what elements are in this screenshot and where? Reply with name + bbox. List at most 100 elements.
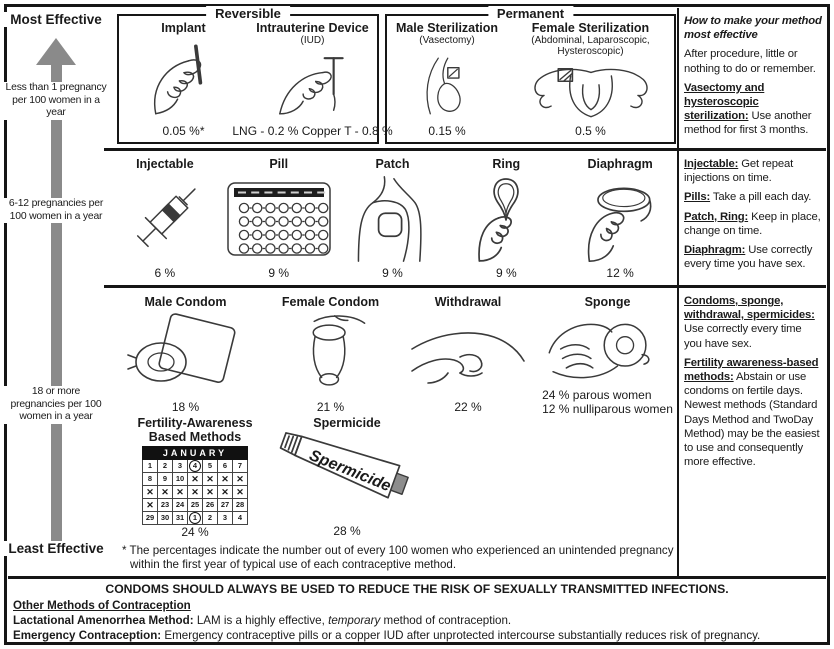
calendar-day-cell: ✕ bbox=[217, 472, 233, 486]
female-sterilization-diagram-icon bbox=[521, 57, 661, 125]
method-sponge: Sponge 24 % parous women bbox=[538, 290, 677, 418]
calendar-day-cell: 27 bbox=[217, 498, 233, 512]
calendar-day-cell: 24 bbox=[172, 498, 188, 512]
calendar-day-cell: 25 bbox=[187, 498, 203, 512]
method-rate: 18 % bbox=[171, 400, 200, 414]
footer-divider bbox=[8, 576, 826, 579]
calendar-day-cell: ✕ bbox=[172, 485, 188, 499]
ec-line: Emergency Contraception: Emergency contr… bbox=[13, 629, 761, 642]
row-divider-2 bbox=[104, 285, 826, 288]
method-rate: 9 % bbox=[495, 266, 517, 280]
method-title: Female Condom bbox=[281, 295, 380, 309]
calendar-day-cell: ✕ bbox=[232, 485, 248, 499]
method-title: Male Sterilization bbox=[395, 21, 499, 35]
poster-border bbox=[4, 4, 830, 645]
patch-on-shoulder-icon bbox=[350, 171, 434, 267]
calendar-day-cell: 7 bbox=[232, 459, 248, 473]
method-rate: 22 % bbox=[454, 400, 482, 414]
method-title: Fertility-Awareness Based Methods bbox=[137, 416, 253, 444]
row-6-12-pregnancies: Injectable 6 % Pill bbox=[108, 152, 677, 284]
hand-holding-female-condom-icon bbox=[286, 309, 376, 401]
method-male-condom: Male Condom 18 % bbox=[108, 290, 263, 418]
calendar-day-cell: ✕ bbox=[217, 485, 233, 499]
spermicide-tube-label: Spermicide bbox=[307, 447, 393, 495]
method-rate: 6 % bbox=[154, 266, 176, 280]
method-title: Sponge bbox=[584, 295, 631, 309]
method-rate: 24 % bbox=[181, 525, 209, 539]
method-title: Diaphragm bbox=[587, 157, 653, 171]
method-rate: 24 % parous women 12 % nulliparous women bbox=[542, 388, 673, 416]
sidebar-section-row2: Injectable: Get repeat injections on tim… bbox=[684, 157, 822, 276]
calendar-day-cell: 3 bbox=[217, 511, 233, 525]
method-rate: 0.05 %* bbox=[162, 124, 205, 138]
calendar-day-cell: 1 bbox=[142, 459, 158, 473]
pill-pack-day-strip bbox=[237, 191, 325, 194]
sidebar-divider bbox=[677, 8, 679, 576]
sidebar-intro: After procedure, little or nothing to do… bbox=[684, 48, 816, 75]
method-iud: Intrauterine Device (IUD) LNG - 0.2 % Co… bbox=[232, 16, 392, 142]
calendar-day-cell: 4 bbox=[187, 459, 203, 473]
method-ring: Ring 9 % bbox=[449, 152, 563, 284]
hand-holding-ring-icon bbox=[466, 171, 546, 267]
calendar-day-cell: ✕ bbox=[142, 485, 158, 499]
syringe-icon bbox=[119, 171, 211, 267]
calendar-day-cell: 31 bbox=[172, 511, 188, 525]
method-rate: 9 % bbox=[382, 266, 403, 280]
row-18-or-more-pregnancies: Male Condom 18 % Female Condom bbox=[108, 290, 677, 418]
permanent-group-label: Permanent bbox=[487, 6, 574, 21]
hand-holding-iud-icon bbox=[269, 46, 357, 125]
vasectomy-diagram-icon bbox=[407, 46, 487, 125]
calendar-day-cell: 10 bbox=[172, 472, 188, 486]
sidebar-title: How to make your method most effective bbox=[684, 15, 822, 42]
withdrawal-hands-icon bbox=[408, 309, 528, 401]
method-title: Intrauterine Device bbox=[256, 21, 369, 35]
calendar-day-cell: 9 bbox=[157, 472, 173, 486]
calendar-day-cell: 8 bbox=[142, 472, 158, 486]
method-subtitle: (Abdominal, Laparoscopic, Hysteroscopic) bbox=[531, 35, 650, 57]
method-implant: Implant 0.05 %* bbox=[119, 16, 248, 142]
sidebar-tip-diaphragm: Diaphragm: Use correctly every time you … bbox=[684, 244, 813, 271]
calendar-day-cell: 6 bbox=[217, 459, 233, 473]
percentages-footnote: * The percentages indicate the number ou… bbox=[122, 544, 674, 571]
method-title: Male Condom bbox=[144, 295, 227, 309]
sidebar-tip-condoms: Condoms, sponge, withdrawal, spermicides… bbox=[684, 295, 815, 350]
method-injectable: Injectable 6 % bbox=[108, 152, 222, 284]
least-effective-label: Least Effective bbox=[4, 541, 108, 556]
method-fertility-awareness: Fertility-Awareness Based Methods JANUAR… bbox=[120, 416, 270, 539]
sidebar-section-permanent: How to make your method most effective A… bbox=[684, 14, 822, 143]
calendar-day-cell: 30 bbox=[157, 511, 173, 525]
calendar-day-cell: ✕ bbox=[187, 472, 203, 486]
tier1-label: Less than 1 pregnancy per 100 women in a… bbox=[4, 82, 108, 120]
calendar-day-cell: 4 bbox=[232, 511, 248, 525]
hand-holding-implant-icon bbox=[140, 35, 228, 125]
other-methods-title: Other Methods of Contraception bbox=[13, 599, 191, 612]
method-title: Female Sterilization bbox=[531, 21, 650, 35]
method-title: Ring bbox=[492, 157, 521, 171]
sidebar-section-row3: Condoms, sponge, withdrawal, spermicides… bbox=[684, 294, 822, 474]
reversible-group-label: Reversible bbox=[206, 6, 290, 21]
method-diaphragm: Diaphragm 12 % bbox=[563, 152, 677, 284]
method-rate: 0.5 % bbox=[575, 124, 606, 138]
method-patch: Patch 9 % bbox=[336, 152, 450, 284]
sidebar-tip-patch-ring: Patch, Ring: Keep in place, change on ti… bbox=[684, 210, 821, 237]
method-subtitle: (Vasectomy) bbox=[419, 35, 475, 46]
most-effective-label: Most Effective bbox=[4, 12, 108, 27]
calendar-day-cell: 28 bbox=[232, 498, 248, 512]
calendar-day-cell: 29 bbox=[142, 511, 158, 525]
method-title: Pill bbox=[269, 157, 289, 171]
reversible-group-box: Reversible Implant 0.05 %* bbox=[117, 6, 393, 144]
row-divider-1 bbox=[104, 148, 826, 151]
calendar-day-cell: ✕ bbox=[232, 472, 248, 486]
calendar-day-cell: ✕ bbox=[142, 498, 158, 512]
calendar-day-cell: 1 bbox=[187, 511, 203, 525]
hand-holding-diaphragm-icon bbox=[574, 171, 666, 267]
method-rate: 0.15 % bbox=[428, 124, 466, 138]
sidebar-tip-vasectomy: Vasectomy and hysteroscopic sterilizatio… bbox=[684, 81, 812, 137]
method-title: Spermicide bbox=[313, 416, 381, 430]
method-rate: 9 % bbox=[268, 266, 290, 280]
hand-holding-sponge-icon bbox=[538, 309, 678, 388]
sidebar-tip-fertility: Fertility awareness-based methods: Absta… bbox=[684, 356, 820, 469]
method-rate: 21 % bbox=[316, 400, 345, 414]
